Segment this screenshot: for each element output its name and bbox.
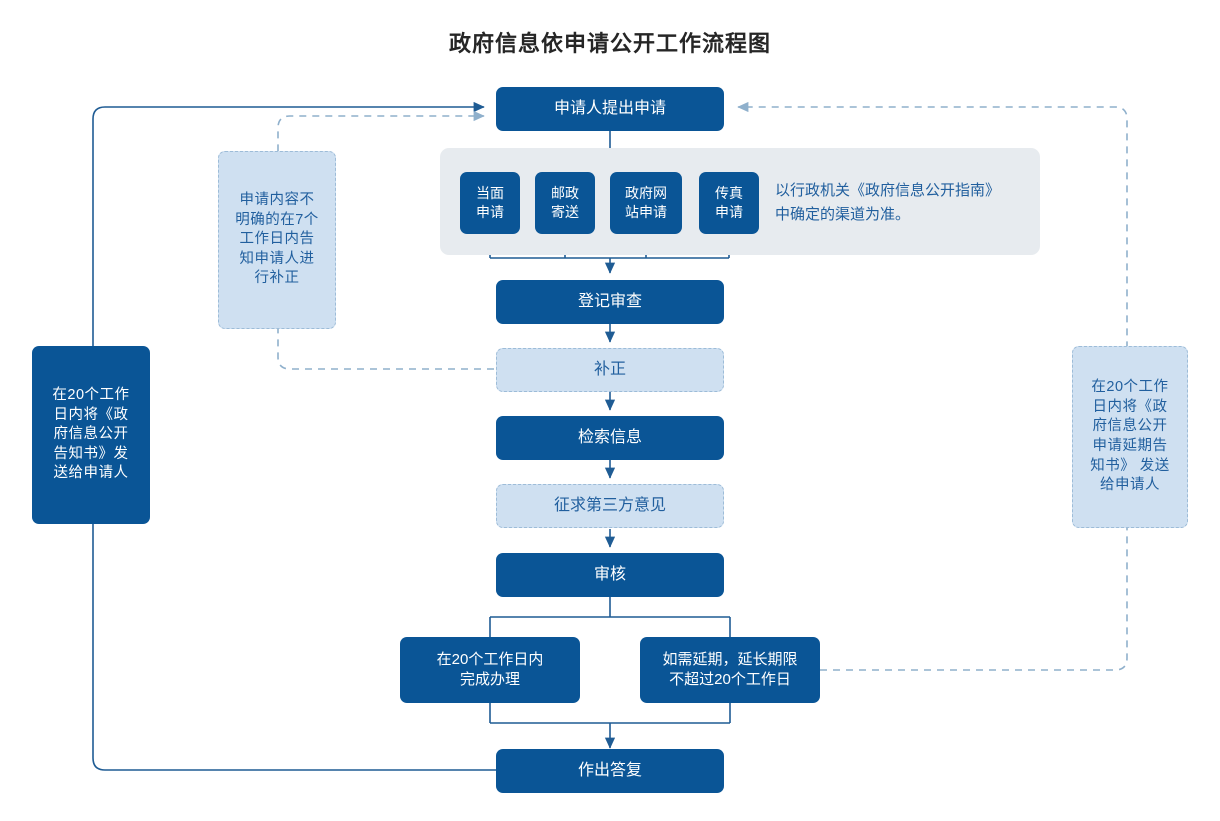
annotation-disclosure-notice[interactable]: 在20个工作 日内将《政 府信息公开 告知书》发 送给申请人 — [32, 346, 150, 524]
node-supplement[interactable]: 补正 — [496, 348, 724, 392]
branch-extension-20-days[interactable]: 如需延期，延长期限 不超过20个工作日 — [640, 637, 820, 703]
node-third-party-opinion[interactable]: 征求第三方意见 — [496, 484, 724, 528]
node-make-reply[interactable]: 作出答复 — [496, 749, 724, 793]
node-review[interactable]: 审核 — [496, 553, 724, 597]
node-registration-review[interactable]: 登记审查 — [496, 280, 724, 324]
channel-in-person[interactable]: 当面 申请 — [460, 172, 520, 234]
channel-fax[interactable]: 传真 申请 — [699, 172, 759, 234]
annotation-extension-notice[interactable]: 在20个工作 日内将《政 府信息公开 申请延期告 知书》 发送 给申请人 — [1072, 346, 1188, 528]
channel-postal-mail[interactable]: 邮政 寄送 — [535, 172, 595, 234]
channel-note-text: 以行政机关《政府信息公开指南》 中确定的渠道为准。 — [775, 182, 1001, 223]
node-retrieve-information[interactable]: 检索信息 — [496, 416, 724, 460]
branch-complete-within-20-days[interactable]: 在20个工作日内 完成办理 — [400, 637, 580, 703]
channel-government-website[interactable]: 政府网 站申请 — [610, 172, 682, 234]
annotation-supplement-notice[interactable]: 申请内容不 明确的在7个 工作日内告 知申请人进 行补正 — [218, 151, 336, 329]
page-title: 政府信息依申请公开工作流程图 — [448, 31, 771, 56]
node-submit-application[interactable]: 申请人提出申请 — [496, 87, 724, 131]
